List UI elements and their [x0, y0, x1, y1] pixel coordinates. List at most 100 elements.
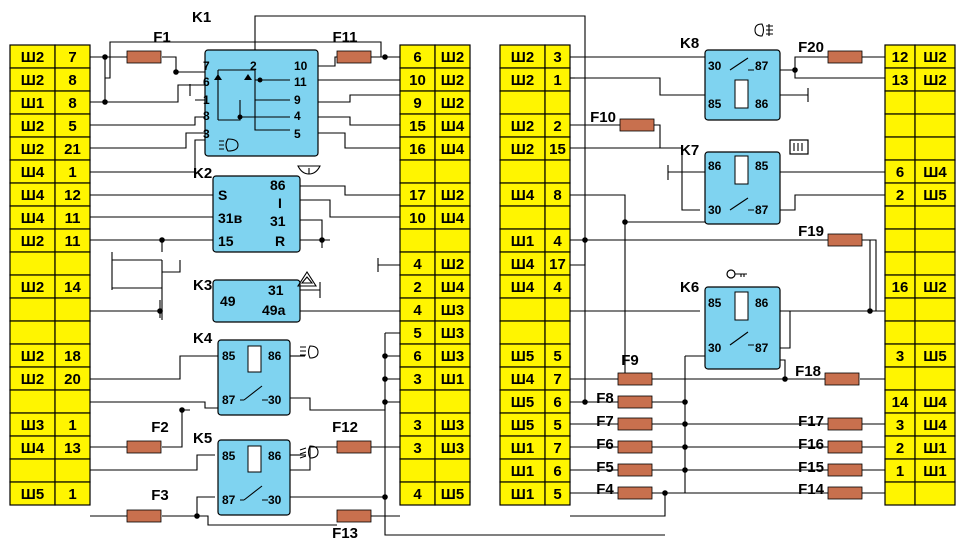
fuse-f8[interactable]: F8	[596, 390, 653, 409]
connector-cell-pin: 7	[553, 371, 561, 388]
junction-dot	[382, 353, 388, 359]
relay-pin: 87	[755, 203, 769, 217]
wire	[90, 355, 220, 380]
connector-cell-pin: 3	[413, 440, 421, 457]
relay-pin: 49	[220, 293, 236, 309]
relay-k2[interactable]: K2 S 31в 15 86 I 31 R	[193, 165, 321, 253]
relay-pin: 9	[294, 93, 301, 107]
relay-pin: 87	[755, 59, 769, 73]
wire	[570, 493, 666, 517]
left-connector-row	[9, 458, 91, 483]
junction-dot	[682, 399, 688, 405]
relay-k3-label: K3	[193, 277, 212, 294]
wire	[318, 94, 400, 103]
connector-cell-pin: 3	[896, 417, 904, 434]
junction-dot	[622, 219, 628, 225]
fuse-f2[interactable]: F2	[126, 419, 169, 454]
connector-cell-sh: Ш2	[923, 49, 946, 66]
wire	[90, 116, 205, 126]
fuse-f5[interactable]: F5	[596, 459, 653, 477]
fuse-f17[interactable]: F17	[798, 413, 863, 431]
center-connector-row	[399, 389, 471, 414]
relay-k4[interactable]: K4 85 86 87 30	[193, 330, 319, 416]
fuse-f11[interactable]: F11	[332, 29, 372, 64]
connector-cell-sh: Ш5	[21, 486, 44, 503]
fuse-f14[interactable]: F14	[798, 481, 863, 500]
relay-pin: S	[218, 187, 227, 203]
wiper-icon	[297, 165, 321, 175]
connector-cell-sh: Ш1	[923, 463, 946, 480]
fuse-f19[interactable]: F19	[798, 223, 863, 247]
connector-cell-sh: Ш2	[441, 49, 464, 66]
fuse-f12[interactable]: F12	[332, 419, 372, 454]
junction-dot	[102, 54, 108, 60]
fuse-f10[interactable]: F10	[590, 109, 655, 132]
relay-k3[interactable]: K3 49 31 49a	[193, 270, 318, 323]
relay-pin: 7	[203, 59, 210, 73]
connector-cell-pin: 6	[553, 463, 561, 480]
fuse-f7[interactable]: F7	[596, 413, 653, 431]
connector-cell-pin: 2	[413, 279, 421, 296]
fuse-f16[interactable]: F16	[798, 436, 863, 454]
fuse-f15[interactable]: F15	[798, 459, 863, 477]
fuse-f18[interactable]: F18	[795, 363, 860, 386]
relay-k1[interactable]: K1 7 6 1 8 3 2 10 11 9 4 5	[192, 9, 319, 157]
relay-pin: 15	[218, 233, 234, 249]
junction-dot	[582, 237, 588, 243]
fuse-label: F19	[798, 223, 824, 240]
center-connector-row	[399, 458, 471, 483]
hazard-triangle-icon	[296, 270, 318, 287]
wire	[105, 84, 205, 103]
junction-dot	[382, 54, 388, 60]
connector-cell-pin: 6	[413, 49, 421, 66]
connector-cell-sh: Ш1	[511, 486, 534, 503]
connector-cell-sh: Ш4	[511, 279, 535, 296]
relay-pin: 86	[270, 177, 286, 193]
fuse-label: F9	[621, 352, 639, 369]
wire	[90, 401, 220, 409]
fuse-f6[interactable]: F6	[596, 436, 653, 454]
connector-cell-pin: 5	[553, 417, 561, 434]
relay-pin: 86	[755, 97, 769, 111]
junction-dot	[173, 69, 179, 75]
rear-defrost-icon	[789, 139, 809, 155]
fuse-f1[interactable]: F1	[126, 29, 171, 64]
connector-cell-sh: Ш2	[923, 72, 946, 89]
fuse-f13[interactable]: F13	[332, 509, 372, 542]
right-connector-row	[884, 481, 956, 506]
connector-cell-pin: 7	[553, 440, 561, 457]
wire	[780, 56, 885, 71]
relay-k5[interactable]: K5 85 86 87 30	[193, 430, 319, 516]
relay-k6[interactable]: K6 85 86 30 87	[680, 269, 781, 370]
relay-pin: I	[278, 195, 282, 211]
mid-connector-row	[499, 159, 571, 184]
relay-pin: 31	[268, 282, 284, 298]
connector-cell-sh: Ш4	[923, 394, 947, 411]
fuse-f4[interactable]: F4	[596, 481, 653, 500]
junction-dot	[682, 467, 688, 473]
fuse-f3[interactable]: F3	[126, 487, 169, 523]
connector-cell-pin: 11	[65, 233, 81, 250]
fuse-f20[interactable]: F20	[798, 39, 863, 64]
connector-cell-sh: Ш2	[21, 348, 44, 365]
connector-cell-pin: 1	[553, 72, 561, 89]
wire	[384, 332, 400, 520]
connector-cell-pin: 21	[64, 141, 81, 158]
wire	[667, 165, 705, 180]
fuse-f9[interactable]: F9	[617, 352, 653, 386]
relay-k7[interactable]: K7 86 85 30 87	[680, 139, 809, 225]
relay-k8[interactable]: K8 30 87 85 86	[680, 23, 781, 121]
connector-cell-sh: Ш2	[21, 49, 44, 66]
